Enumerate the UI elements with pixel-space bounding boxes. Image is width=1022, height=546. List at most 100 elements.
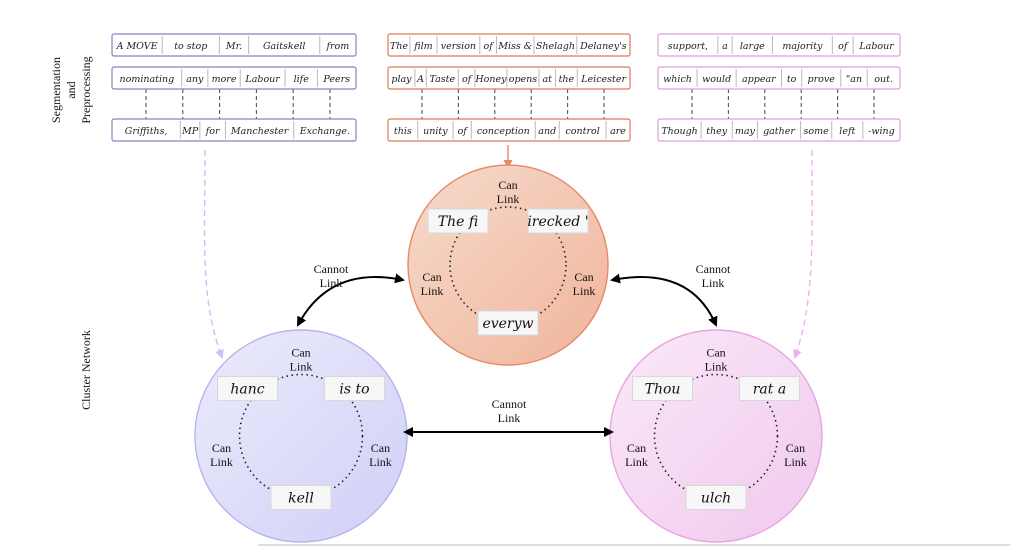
handwritten-word: unity [423, 126, 448, 137]
handwritten-word: left [839, 126, 855, 137]
handwritten-word: life [294, 74, 310, 85]
word-image-frame [217, 376, 279, 402]
can-link-label-top: Link [497, 192, 520, 206]
handwritten-word: at [543, 74, 553, 85]
word-image-text: is to [339, 382, 369, 398]
handwritten-word: The [390, 41, 408, 52]
handwritten-word: Exchange. [299, 126, 350, 137]
can-link-label-left: Can [422, 270, 441, 284]
handwritten-word: Peers [322, 74, 350, 85]
word-image-frame [477, 310, 539, 336]
handwritten-word: film [413, 41, 432, 52]
handwritten-word: are [610, 126, 626, 137]
word-image: irecked ' [527, 208, 589, 234]
handwritten-word: Griffiths, [125, 126, 168, 137]
word-image: rat a [738, 376, 800, 402]
line-box [387, 66, 631, 90]
handwritten-word: of [458, 126, 469, 137]
can-link-label-left: Can [212, 441, 231, 455]
can-link-label-left: Can [627, 441, 646, 455]
handwritten-word: Miss & [497, 41, 532, 52]
handwritten-word: Taste [430, 74, 456, 85]
handwritten-word: Labour [244, 74, 281, 85]
handwritten-word: from [325, 41, 349, 52]
line-box [657, 118, 901, 142]
segmentation-label-line-1: Segmentation [49, 57, 63, 123]
line-box [657, 66, 901, 90]
handwritten-word: -wing [868, 126, 895, 137]
word-image: everyw [477, 310, 539, 336]
handwritten-word: to stop [174, 41, 207, 52]
handwritten-word: of [462, 74, 473, 85]
feed-line-left [203, 149, 224, 359]
can-link-label-right: Can [786, 441, 805, 455]
handwritten-word: appear [742, 74, 777, 85]
word-image: is to [323, 376, 385, 402]
can-link-label-top: Link [290, 360, 313, 374]
word-image-frame [270, 484, 332, 510]
word-image-text: ulch [701, 490, 731, 506]
handwritten-word: of [838, 41, 849, 52]
segmentation-label: Segmentation and Preprocessing [49, 56, 93, 123]
handwritten-word: Gaitskell [263, 41, 305, 52]
line-box [387, 118, 631, 142]
word-image-text: The fi [438, 214, 478, 230]
word-image-frame [323, 376, 385, 402]
word-image-text: irecked ' [527, 214, 588, 230]
handwritten-word: Though [661, 126, 698, 137]
line-box [111, 66, 357, 90]
handwritten-word: would [702, 74, 731, 85]
can-link-label-right: Can [574, 270, 593, 284]
handwritten-word: support, [668, 41, 708, 52]
feed-line-right [793, 149, 813, 359]
handwritten-word: "an [846, 74, 862, 85]
handwritten-word: control [565, 126, 599, 137]
handwritten-word: for [205, 126, 221, 137]
handwritten-word: large [740, 41, 765, 52]
handwritten-word: Shelagh [536, 41, 575, 52]
cluster-network-label: Cluster Network [79, 330, 93, 410]
cannot-link-arrow-top-right [610, 273, 718, 327]
handwritten-word: which [663, 74, 692, 85]
can-link-label-top: Can [498, 178, 517, 192]
handwritten-word: Leicester [580, 74, 627, 85]
word-image: kell [270, 484, 332, 510]
handwritten-word: conception [477, 126, 530, 137]
can-link-label-top: Link [705, 360, 728, 374]
word-image-text: everyw [482, 316, 533, 332]
cannot-link-label-tl-1: Cannot [314, 262, 349, 276]
can-link-label-top: Can [291, 346, 310, 360]
handwritten-word: Delaney's [579, 41, 627, 52]
word-image: The fi [427, 208, 489, 234]
cannot-link-label-mid-2: Link [498, 411, 521, 425]
word-image-text: hanc [230, 382, 264, 398]
word-image: Thou [632, 376, 694, 402]
line-box [387, 33, 631, 57]
handwritten-word: MP [181, 126, 199, 137]
handwritten-word: prove [808, 74, 836, 85]
handwritten-word: more [212, 74, 237, 85]
handwritten-word: Honey [474, 74, 507, 85]
can-link-label-top: Can [706, 346, 725, 360]
cannot-link-arrow-top-left [297, 273, 405, 327]
handwritten-word: gather [763, 126, 796, 137]
word-image-text: kell [288, 490, 314, 506]
segmentation-label-line-3: Preprocessing [79, 56, 93, 123]
line-box [657, 33, 901, 57]
word-image: hanc [217, 376, 279, 402]
can-link-label-right: Link [573, 284, 596, 298]
handwritten-word: of [484, 41, 495, 52]
handwritten-word: a [722, 41, 728, 52]
handwritten-word: A [416, 74, 424, 85]
cannot-link-label-tr-1: Cannot [696, 262, 731, 276]
handwritten-word: the [559, 74, 575, 85]
